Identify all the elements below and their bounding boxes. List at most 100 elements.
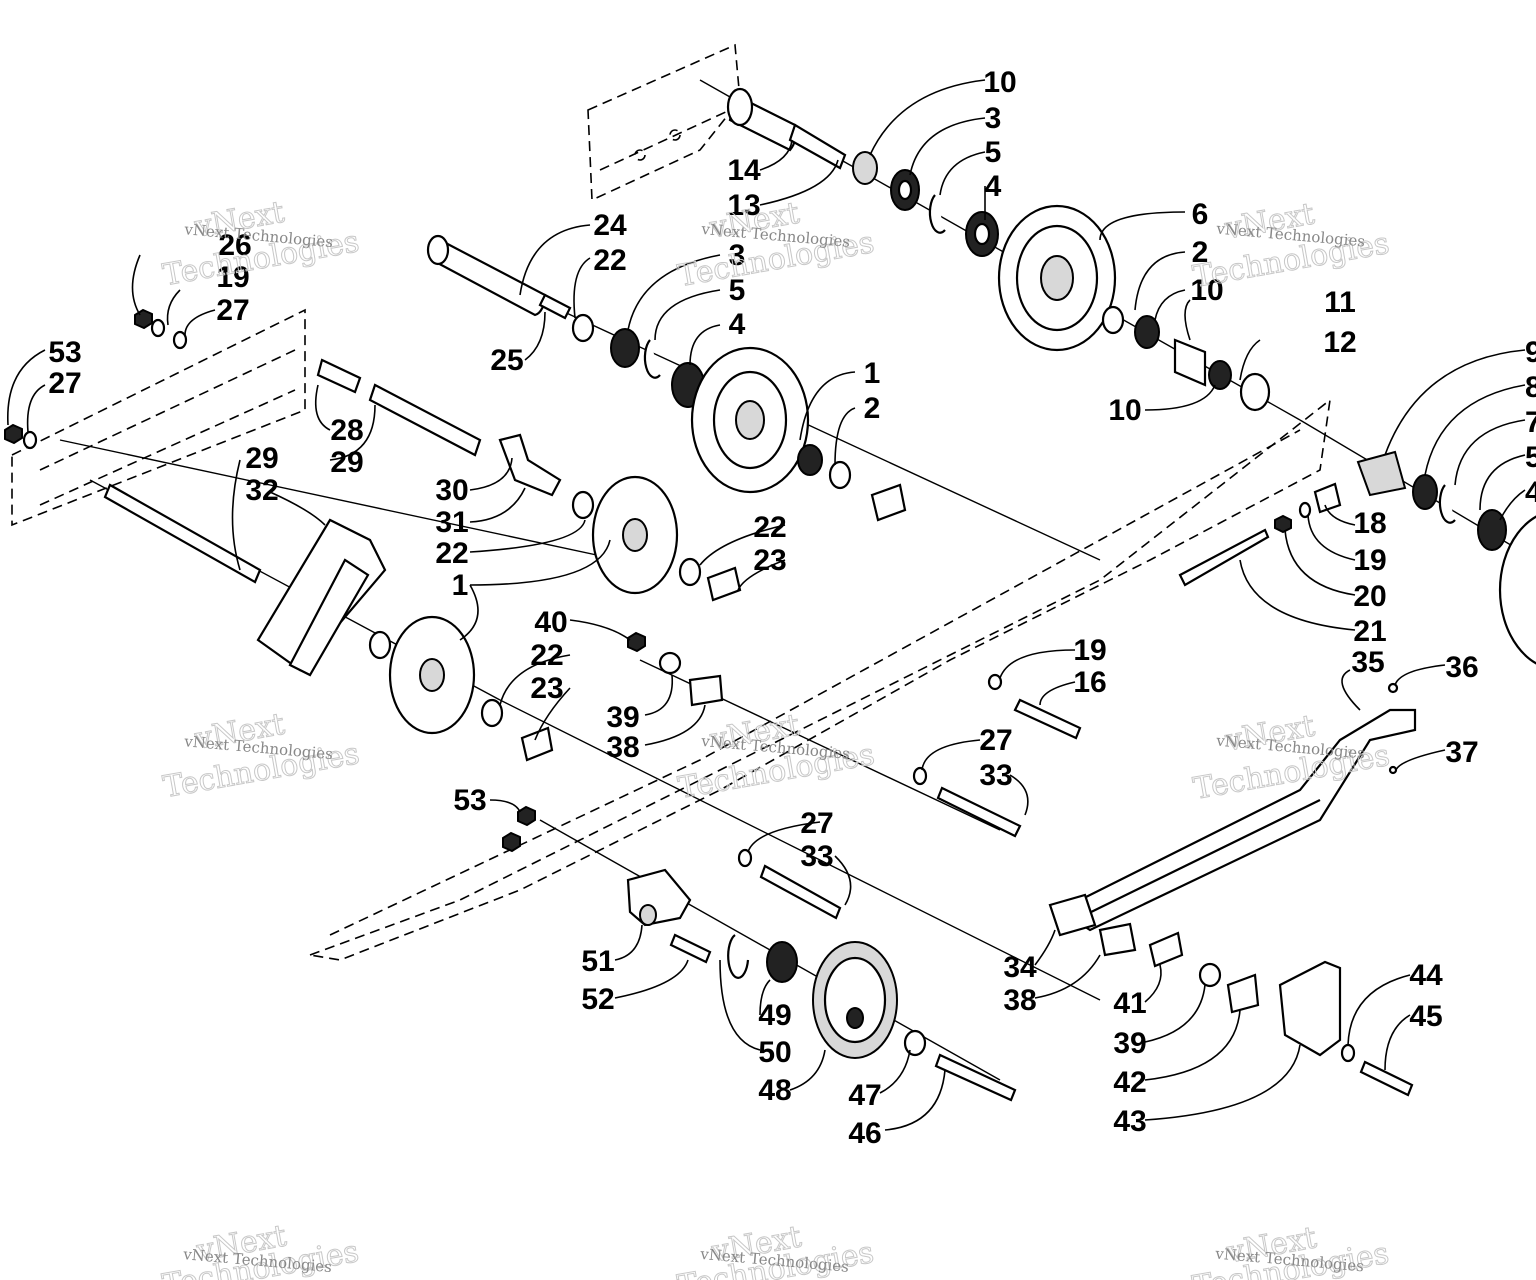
washer-22-c: [678, 557, 702, 587]
idler-wheel-1-upper: [690, 346, 810, 494]
callout-16: 16: [1073, 666, 1106, 699]
upper-shaft-14: [726, 87, 797, 152]
callout-2: 2: [864, 392, 881, 425]
callout-22: 22: [530, 639, 563, 672]
bolt-33-a: [936, 786, 1022, 838]
callout-19: 19: [1353, 544, 1386, 577]
nut-53-a: [517, 805, 536, 827]
callout-18: 18: [1353, 507, 1386, 540]
bolt-46: [934, 1053, 1017, 1102]
callout-44: 44: [1409, 959, 1443, 992]
nut-20: [1274, 514, 1292, 534]
callout-3: 3: [729, 239, 746, 272]
callout-50: 50: [758, 1036, 791, 1069]
callout-2: 2: [1192, 236, 1209, 269]
callout-5: 5: [729, 274, 746, 307]
callout-31: 31: [435, 506, 468, 539]
washer-27-far-left: [22, 430, 38, 450]
callout-10: 10: [1190, 274, 1223, 307]
callout-27: 27: [48, 367, 81, 400]
callout-8: 8: [1525, 371, 1536, 404]
washer-27-left: [172, 330, 188, 350]
callout-25: 25: [490, 344, 523, 377]
arm-bracket-34: [1048, 893, 1097, 937]
callout-10: 10: [983, 66, 1016, 99]
end-cap-43: [1278, 960, 1342, 1057]
callout-41: 41: [1113, 987, 1146, 1020]
pivot-arm-32: [256, 518, 387, 677]
bearing-49: [766, 941, 798, 983]
spacer-23-c: [520, 726, 554, 762]
clip-38-b: [1098, 922, 1137, 957]
callout-22: 22: [753, 511, 786, 544]
callout-30: 30: [435, 474, 468, 507]
callout-43: 43: [1113, 1105, 1146, 1138]
callout-33: 33: [800, 840, 833, 873]
callout-19: 19: [216, 261, 249, 294]
hub-9: [1356, 450, 1407, 497]
callout-1: 1: [452, 569, 469, 602]
bracket-51: [626, 868, 692, 927]
washer-19-right: [1298, 501, 1312, 519]
callout-23: 23: [530, 672, 563, 705]
callout-29: 29: [245, 442, 278, 475]
snap-ring-5-right: [1438, 484, 1456, 524]
callout-39: 39: [1113, 1027, 1146, 1060]
washer-39-a: [658, 651, 682, 675]
callout-28: 28: [330, 414, 363, 447]
spacer-18: [1313, 482, 1342, 514]
shaft-29-lower: [103, 483, 262, 584]
main-rail-frame: [306, 398, 1332, 961]
snap-ring-5-middle: [643, 339, 661, 379]
idler-wheel-1-lower: [388, 615, 476, 735]
callout-19: 19: [1073, 634, 1106, 667]
callout-40: 40: [534, 606, 567, 639]
bolt-33-b: [759, 864, 842, 920]
washer-27-center: [912, 766, 928, 786]
bolt-16: [1013, 698, 1082, 740]
nut-40: [627, 631, 646, 653]
callout-23: 23: [753, 544, 786, 577]
washer-39-b: [1198, 962, 1222, 988]
nut-53-left: [4, 423, 23, 445]
callout-29: 29: [330, 446, 363, 479]
callout-14: 14: [727, 154, 761, 187]
callout-4: 4: [985, 170, 1002, 203]
bolt-45: [1359, 1060, 1414, 1097]
wheel-right-partial: [1498, 515, 1536, 665]
callout-53: 53: [48, 336, 81, 369]
callout-9: 9: [1525, 336, 1536, 369]
callout-7: 7: [1525, 406, 1536, 439]
callout-22: 22: [593, 244, 626, 277]
callout-36: 36: [1445, 651, 1478, 684]
upper-rail-frame: [587, 43, 741, 202]
callout-labels: 10 3 5 4 14 13 6 2 10 11 12 10 9 8 7 5 4…: [48, 66, 1536, 1150]
callout-33: 33: [979, 759, 1012, 792]
nut-53-b: [502, 831, 521, 853]
bolt-52: [669, 933, 712, 964]
washer-22-a: [571, 313, 595, 343]
bearing-inner-3-upper: [897, 179, 913, 201]
spacer-2-middle: [797, 444, 823, 476]
callout-37: 37: [1445, 736, 1478, 769]
callout-49: 49: [758, 999, 791, 1032]
bearing-4-right: [1477, 509, 1507, 551]
callout-27: 27: [216, 294, 249, 327]
callout-32: 32: [245, 474, 278, 507]
washer-22-b: [571, 490, 595, 520]
spacer-10-b: [1134, 315, 1160, 349]
callout-4: 4: [729, 308, 746, 341]
bolt-21: [1178, 528, 1270, 587]
callout-45: 45: [1409, 1000, 1442, 1033]
callout-22: 22: [435, 537, 468, 570]
callout-10: 10: [1108, 394, 1141, 427]
shaft-29-upper: [368, 383, 482, 457]
spacer-28: [316, 358, 362, 394]
spacer-23-a: [870, 483, 907, 522]
callout-35: 35: [1351, 646, 1384, 679]
bushing-11: [1173, 338, 1207, 387]
callout-27: 27: [979, 724, 1012, 757]
snap-ring-5-upper: [928, 194, 946, 234]
callout-3: 3: [985, 102, 1002, 135]
